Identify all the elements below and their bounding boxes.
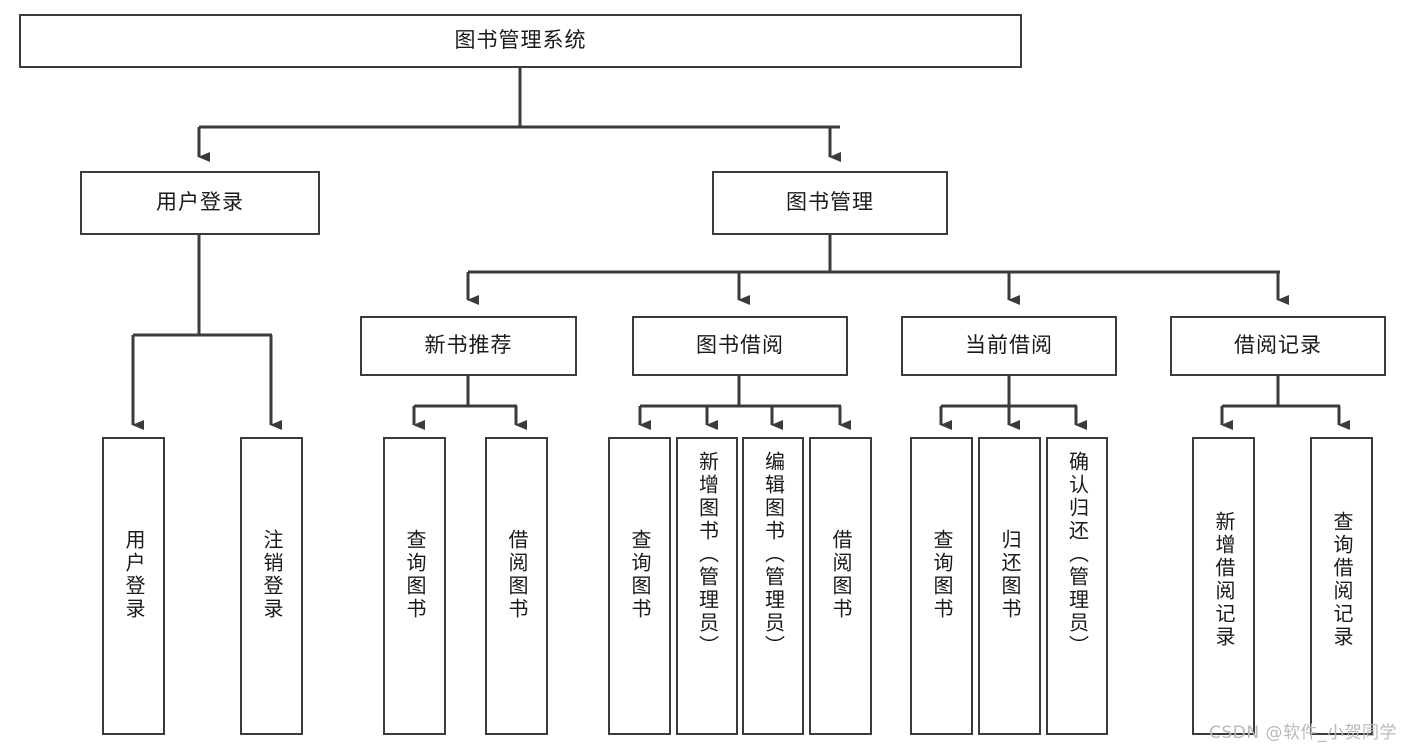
leaf-current-borrow-2[interactable]: 归还图书 [978,437,1041,735]
leaf-book-borrow-2[interactable]: 新增图书（管理员） [676,437,738,735]
node-label: 图书借阅 [696,333,784,358]
leaf-label: 确认归还（管理员） [1065,451,1090,658]
node-label: 当前借阅 [965,333,1053,358]
leaf-label: 编辑图书（管理员） [761,451,786,658]
node-new-book-recommend[interactable]: 新书推荐 [360,316,577,376]
leaf-book-borrow-1[interactable]: 查询图书 [608,437,671,735]
leaf-book-borrow-3[interactable]: 编辑图书（管理员） [742,437,804,735]
leaf-label: 注销登录 [260,529,284,621]
node-current-borrow[interactable]: 当前借阅 [901,316,1117,376]
node-label: 用户登录 [156,190,244,215]
leaf-new-book-recommend-1[interactable]: 查询图书 [383,437,446,735]
node-book-management[interactable]: 图书管理 [712,171,948,235]
leaf-label: 借阅图书 [505,529,529,621]
node-book-borrow[interactable]: 图书借阅 [632,316,848,376]
node-root-book-management-system[interactable]: 图书管理系统 [19,14,1022,68]
leaf-label: 查询图书 [403,529,427,621]
leaf-new-book-recommend-2[interactable]: 借阅图书 [485,437,548,735]
leaf-label: 归还图书 [998,529,1022,621]
node-user-login[interactable]: 用户登录 [80,171,320,235]
leaf-label: 查询借阅记录 [1330,511,1354,649]
csdn-watermark: CSDN @软件_小贺同学 [1209,723,1397,743]
leaf-label: 用户登录 [122,529,146,621]
leaf-borrow-record-1[interactable]: 新增借阅记录 [1192,437,1255,735]
node-borrow-record[interactable]: 借阅记录 [1170,316,1386,376]
leaf-label: 新增借阅记录 [1212,511,1236,649]
leaf-current-borrow-3[interactable]: 确认归还（管理员） [1046,437,1108,735]
leaf-book-borrow-4[interactable]: 借阅图书 [809,437,872,735]
leaf-user-login-2[interactable]: 注销登录 [240,437,303,735]
node-label: 图书管理 [786,190,874,215]
leaf-borrow-record-2[interactable]: 查询借阅记录 [1310,437,1373,735]
leaf-current-borrow-1[interactable]: 查询图书 [910,437,973,735]
leaf-label: 新增图书（管理员） [695,451,720,658]
node-label: 借阅记录 [1234,333,1322,358]
leaf-label: 查询图书 [930,529,954,621]
leaf-label: 查询图书 [628,529,652,621]
node-label: 新书推荐 [424,333,513,358]
leaf-label: 借阅图书 [829,529,853,621]
leaf-user-login-1[interactable]: 用户登录 [102,437,165,735]
node-label: 图书管理系统 [454,28,587,53]
